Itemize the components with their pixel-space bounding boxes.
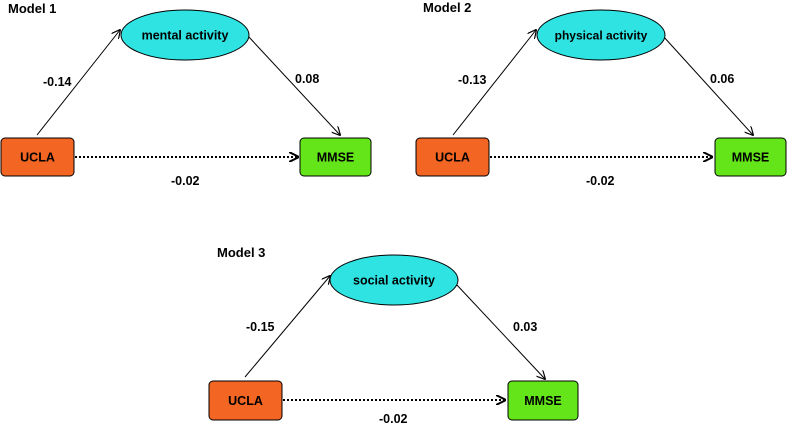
model-3-predictor-node — [208, 380, 283, 421]
model-1-outcome-label: MMSE — [317, 151, 355, 165]
model-3-coef-c: -0.02 — [379, 412, 408, 425]
model-2-mediator-label: physical activity — [555, 29, 648, 43]
model-3-outcome-node — [507, 380, 579, 421]
model-2-outcome-node — [714, 137, 787, 177]
model-3-predictor-label: UCLA — [228, 394, 263, 408]
model-3-path-b-arrow — [455, 283, 545, 379]
model-2-path-b-arrow — [662, 35, 753, 135]
model-1-mediator-label: mental activity — [142, 29, 229, 43]
model-2-path-a-arrow — [452, 30, 536, 136]
model-2-coef-a: -0.13 — [458, 73, 487, 87]
model-2-coef-b: 0.06 — [710, 72, 734, 86]
model-3-coef-a: -0.15 — [246, 320, 275, 334]
model-1-title: Model 1 — [8, 1, 56, 16]
model-1-outcome-node — [299, 137, 372, 177]
model-1-coef-b: 0.08 — [295, 72, 319, 86]
model-3-mediator-node — [329, 254, 459, 306]
model-3-title: Model 3 — [217, 245, 265, 260]
model-2-outcome-label: MMSE — [732, 151, 770, 165]
model-3-path-a-arrow — [244, 276, 330, 378]
model-2: Model 2 physical activity UCLA MMSE -0.1… — [415, 0, 787, 188]
model-1-predictor-label: UCLA — [20, 151, 55, 165]
model-1-path-b-arrow — [247, 35, 340, 135]
model-1: Model 1 mental activity UCLA MMSE -0.14 … — [0, 1, 372, 188]
model-3: Model 3 social activity UCLA MMSE -0.15 … — [208, 245, 579, 425]
model-2-mediator-node — [536, 9, 666, 61]
model-1-coef-c: -0.02 — [171, 174, 200, 188]
model-2-title: Model 2 — [423, 0, 471, 15]
model-2-predictor-label: UCLA — [435, 151, 470, 165]
model-3-outcome-label: MMSE — [524, 394, 562, 408]
model-1-predictor-node — [0, 137, 75, 177]
model-3-coef-b: 0.03 — [513, 320, 537, 334]
model-1-mediator-node — [120, 9, 250, 61]
model-1-path-a-arrow — [36, 30, 120, 136]
model-1-coef-a: -0.14 — [43, 75, 72, 89]
model-2-coef-c: -0.02 — [586, 174, 615, 188]
model-2-predictor-node — [415, 137, 490, 177]
model-3-mediator-label: social activity — [353, 274, 435, 288]
